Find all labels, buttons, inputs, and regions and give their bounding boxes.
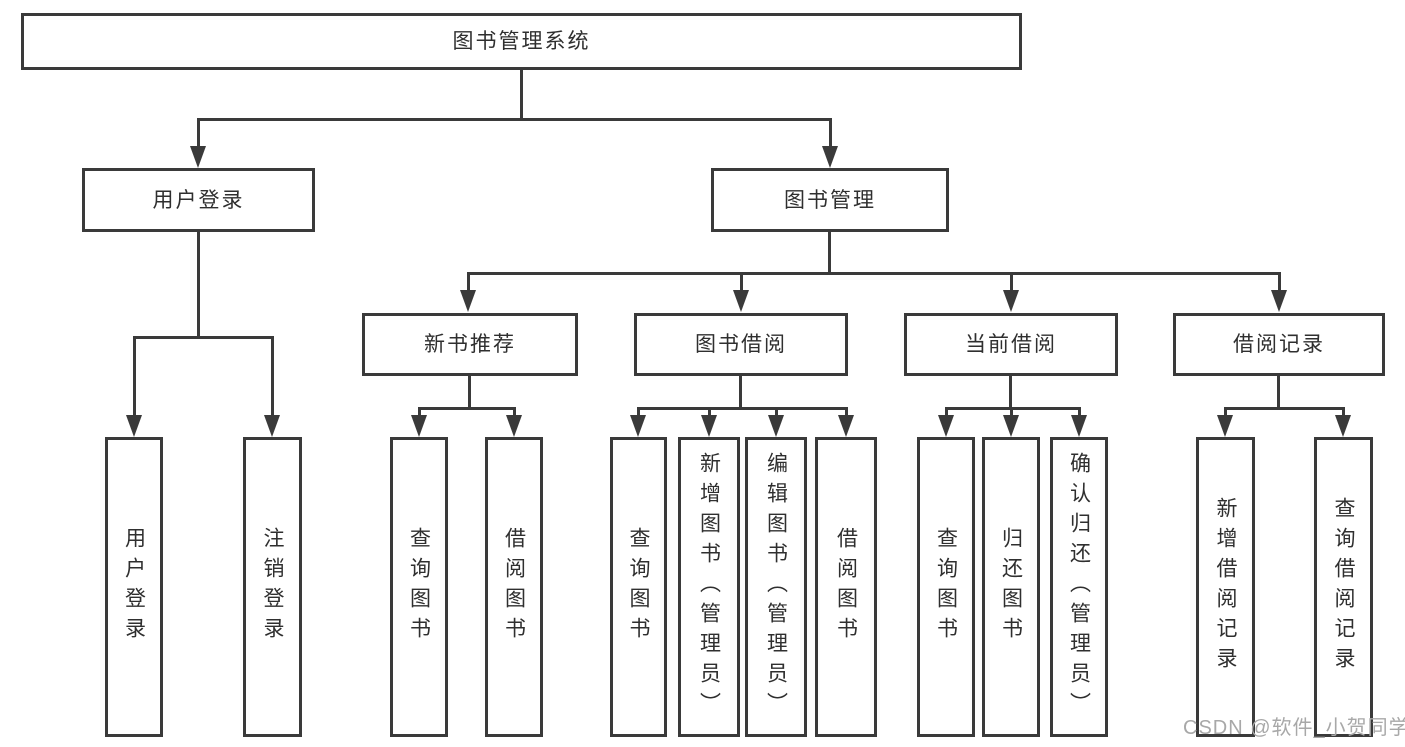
arrow-down-icon — [938, 407, 954, 437]
leaf-confirm-return-admin: 确认归还（管理员） — [1050, 437, 1108, 737]
leaf-query-books-borrowing: 查询图书 — [610, 437, 667, 737]
node-book-borrowing: 图书借阅 — [634, 313, 848, 376]
arrow-down-icon — [1217, 407, 1233, 437]
arrow-down-icon — [1335, 407, 1351, 437]
connector-hline — [197, 118, 832, 121]
node-new-book-recommendation: 新书推荐 — [362, 313, 578, 376]
leaf-add-borrow-record: 新增借阅记录 — [1196, 437, 1255, 737]
leaf-query-books-borrowing-label: 查询图书 — [627, 527, 650, 647]
leaf-query-books-current: 查询图书 — [917, 437, 975, 737]
leaf-edit-book-admin-label: 编辑图书（管理员） — [764, 452, 788, 722]
node-user-login-label: 用户登录 — [152, 188, 245, 212]
arrow-down-icon — [1071, 407, 1087, 437]
arrow-down-icon — [460, 272, 476, 312]
leaf-logout: 注销登录 — [243, 437, 302, 737]
connector-hline — [945, 407, 1081, 410]
leaf-query-borrow-record-label: 查询借阅记录 — [1332, 497, 1355, 677]
arrow-down-icon — [1003, 272, 1019, 312]
leaf-query-books-recommend-label: 查询图书 — [407, 527, 431, 647]
connector-vline — [1277, 376, 1280, 407]
arrow-down-icon — [1271, 272, 1287, 312]
leaf-borrow-books-borrowing: 借阅图书 — [815, 437, 877, 737]
leaf-add-book-admin-label: 新增图书（管理员） — [697, 452, 721, 722]
arrow-down-icon — [264, 336, 280, 437]
leaf-query-books-current-label: 查询图书 — [934, 527, 958, 647]
arrow-down-icon — [1003, 407, 1019, 437]
arrow-down-icon — [768, 407, 784, 437]
node-book-management-label: 图书管理 — [784, 188, 876, 212]
connector-vline — [468, 376, 471, 407]
leaf-confirm-return-admin-label: 确认归还（管理员） — [1067, 452, 1091, 722]
leaf-logout-label: 注销登录 — [261, 527, 284, 647]
leaf-user-login: 用户登录 — [105, 437, 163, 737]
node-current-borrowing-label: 当前借阅 — [965, 333, 1057, 356]
node-book-borrowing-label: 图书借阅 — [695, 333, 787, 356]
connector-hline — [1224, 407, 1345, 410]
leaf-query-books-recommend: 查询图书 — [390, 437, 448, 737]
leaf-add-borrow-record-label: 新增借阅记录 — [1214, 497, 1237, 677]
leaf-borrow-books-borrowing-label: 借阅图书 — [834, 527, 858, 647]
connector-vline — [197, 232, 200, 336]
arrow-down-icon — [411, 407, 427, 437]
leaf-user-login-label: 用户登录 — [122, 527, 146, 647]
connector-hline — [133, 336, 274, 339]
node-user-login: 用户登录 — [82, 168, 315, 232]
leaf-borrow-books-recommend: 借阅图书 — [485, 437, 543, 737]
arrow-down-icon — [838, 407, 854, 437]
arrow-down-icon — [190, 118, 206, 168]
node-book-management: 图书管理 — [711, 168, 949, 232]
arrow-down-icon — [701, 407, 717, 437]
connector-vline — [520, 70, 523, 118]
connector-vline — [739, 376, 742, 407]
node-current-borrowing: 当前借阅 — [904, 313, 1118, 376]
node-borrowing-records-label: 借阅记录 — [1233, 333, 1325, 356]
connector-hline — [418, 407, 516, 410]
node-borrowing-records: 借阅记录 — [1173, 313, 1385, 376]
arrow-down-icon — [506, 407, 522, 437]
connector-vline — [828, 232, 831, 272]
connector-hline — [467, 272, 1281, 275]
arrow-down-icon — [126, 336, 142, 437]
leaf-edit-book-admin: 编辑图书（管理员） — [745, 437, 807, 737]
leaf-return-book: 归还图书 — [982, 437, 1040, 737]
connector-hline — [637, 407, 847, 410]
arrow-down-icon — [630, 407, 646, 437]
watermark: CSDN @软件_小贺同学 — [1183, 717, 1405, 739]
node-library-system: 图书管理系统 — [21, 13, 1022, 70]
leaf-borrow-books-recommend-label: 借阅图书 — [502, 527, 526, 647]
leaf-add-book-admin: 新增图书（管理员） — [678, 437, 740, 737]
leaf-query-borrow-record: 查询借阅记录 — [1314, 437, 1373, 737]
leaf-return-book-label: 归还图书 — [999, 527, 1023, 647]
node-new-book-recommendation-label: 新书推荐 — [424, 333, 516, 356]
arrow-down-icon — [733, 272, 749, 312]
arrow-down-icon — [822, 118, 838, 168]
connector-vline — [1009, 376, 1012, 407]
node-library-system-label: 图书管理系统 — [452, 30, 591, 53]
